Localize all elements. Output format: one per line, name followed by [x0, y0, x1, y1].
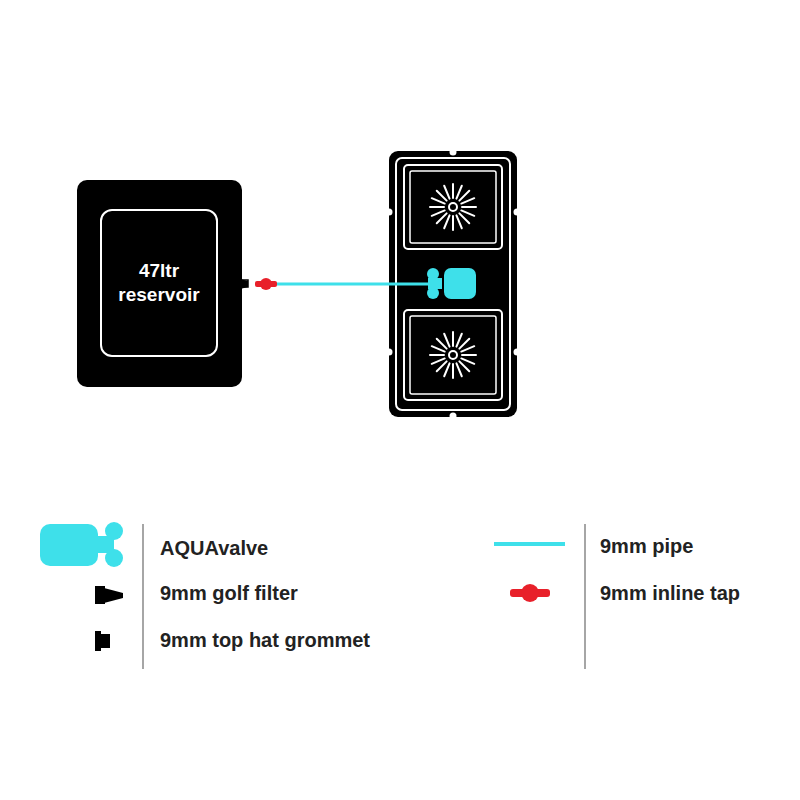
pipe [256, 283, 432, 286]
legend-pipe-sample [494, 542, 565, 546]
aquavalve-symbol [427, 268, 476, 299]
legend-aquavalve-sample [40, 522, 123, 567]
inline-tap [255, 278, 277, 290]
legend-text: 9mm inline tap [600, 581, 740, 605]
legend-grommet-sample [95, 631, 110, 651]
legend-divider [584, 524, 586, 669]
legend-text: 9mm top hat grommet [160, 628, 370, 652]
reservoir-box: 47ltr reservoir [77, 180, 242, 387]
legend-text: 9mm pipe [600, 534, 693, 558]
legend-text: 9mm golf filter [160, 581, 298, 605]
legend-text: AQUAvalve [160, 536, 268, 560]
legend-golf-filter-sample [95, 586, 123, 604]
legend-divider [142, 524, 144, 669]
node-label: 47ltr reservoir [107, 259, 211, 307]
legend-tap-sample [510, 584, 550, 602]
reservoir-inner-outline: 47ltr reservoir [100, 209, 218, 357]
